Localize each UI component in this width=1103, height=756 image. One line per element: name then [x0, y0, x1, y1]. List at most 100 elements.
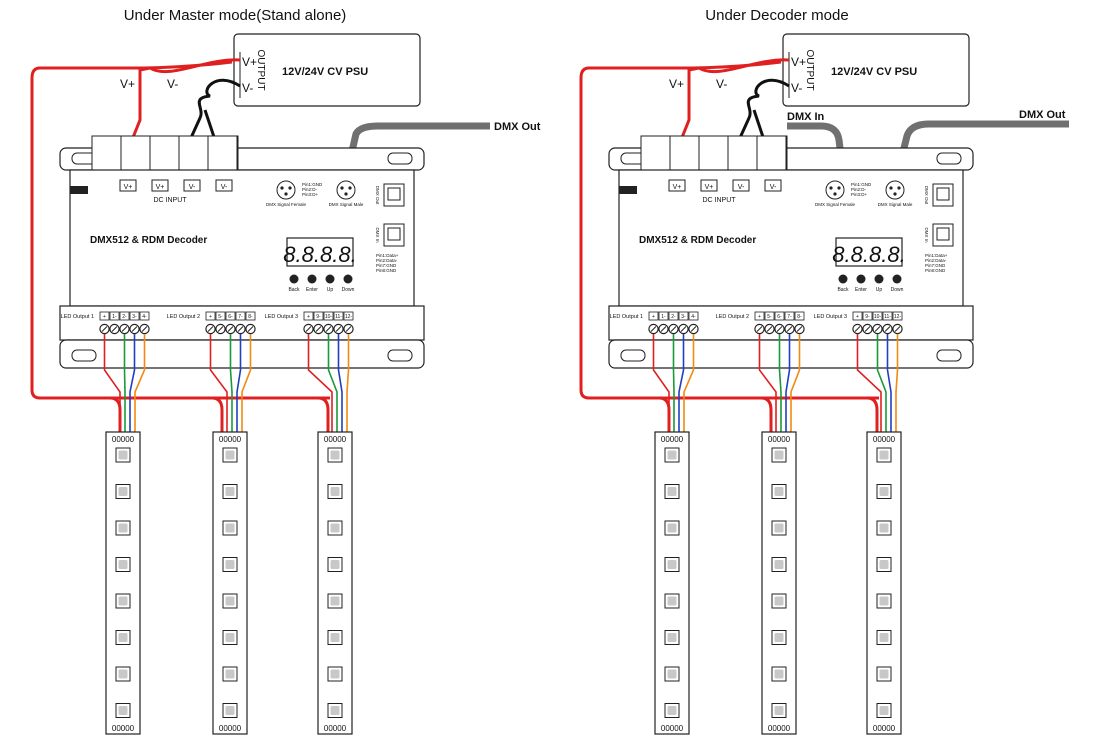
dc-input-terminal-label: V-: [770, 184, 777, 191]
output-terminal-band: [59, 305, 425, 341]
screw-slot: [874, 326, 881, 332]
xlr-pin-label: Pin3:D+: [302, 192, 319, 197]
rj45-pin-label: Pin7:GND: [376, 263, 397, 268]
led-chip-lens: [667, 706, 677, 715]
xlr-label: DMX Signal Female: [266, 202, 307, 207]
seven-segment-display: [286, 237, 354, 267]
output-terminal-box: [205, 311, 216, 321]
rj45-label: DMX Out: [924, 186, 929, 205]
output-terminal-box: [119, 311, 130, 321]
dc-input-terminal-label: V-: [738, 184, 745, 191]
output-terminal-label: 1-: [112, 314, 117, 320]
strip-wire: [134, 334, 146, 432]
rj45-socket: [387, 187, 401, 201]
xlr-pin: [829, 186, 833, 190]
output-terminal-label: 5-: [767, 314, 772, 320]
led-strip-body: [866, 431, 902, 735]
psu-label: 12V/24V CV PSU: [282, 66, 368, 78]
v-minus-wire-2: [203, 109, 217, 141]
dc-input-label: DC INPUT: [702, 197, 736, 204]
screw-slot: [786, 326, 793, 332]
rj45-pin-label: Pin1:Data+: [925, 253, 948, 258]
led-strip-body: [105, 431, 141, 735]
output-terminal-label: 4-: [691, 314, 696, 320]
v-plus-strip-drop: [317, 396, 330, 432]
led-chip-lens: [225, 633, 235, 642]
output-terminal-band: [608, 305, 974, 341]
xlr-connector-icon: [885, 180, 905, 200]
panel-title: Under Master mode(Stand alone): [124, 7, 347, 24]
output-terminal-box: [129, 311, 140, 321]
output-terminal-label: +: [209, 314, 212, 320]
strip-wire: [229, 334, 233, 432]
led-output-label: LED Output 3: [265, 314, 298, 320]
output-terminal-label: 4-: [142, 314, 147, 320]
screw-slot: [776, 326, 783, 332]
dc-input-terminal: [700, 179, 718, 192]
power-wires: [30, 58, 330, 432]
screw-slot: [670, 326, 677, 332]
control-button-label: Back: [837, 287, 849, 293]
screw-slot: [227, 326, 234, 332]
xlr-pin-label: Pin2:D-: [302, 187, 318, 192]
screw-slot: [660, 326, 667, 332]
rj45-pin-label: Pin2:Data-: [376, 258, 398, 263]
dc-input-terminal-label: V+: [673, 184, 682, 191]
screw-slot: [650, 326, 657, 332]
led-chip-lens: [330, 560, 340, 569]
led-strip-body: [317, 431, 353, 735]
output-terminal-label: 3-: [681, 314, 686, 320]
strip-connector-label: 00000: [768, 435, 791, 444]
led-output-label: LED Output 3: [814, 314, 847, 320]
display-value: 8.8.8.8.: [832, 242, 905, 267]
led-output-label: LED Output 1: [610, 314, 643, 320]
output-terminal-box: [333, 311, 344, 321]
dc-input-terminal: [183, 179, 201, 192]
led-chip-lens: [118, 523, 128, 533]
xlr-label: DMX Signal Female: [815, 202, 856, 207]
output-terminal-label: 10-: [325, 314, 333, 320]
strip-connector-label: 00000: [873, 435, 896, 444]
xlr-pin-label: Pin3:D+: [851, 192, 868, 197]
strip-wire-bundle: [307, 334, 350, 432]
xlr-pin: [284, 192, 288, 196]
screw-slot: [854, 326, 861, 332]
led-chip-lens: [667, 669, 677, 679]
strip-connector-label: 00000: [661, 435, 684, 444]
decoder-name: DMX512 & RDM Decoder: [639, 235, 756, 246]
control-button-enter: [307, 274, 317, 284]
output-terminal-label: 3-: [132, 314, 137, 320]
control-button-enter: [856, 274, 866, 284]
v-plus-main-wire: [579, 60, 879, 400]
output-terminal-label: +: [856, 314, 859, 320]
xlr-pin: [889, 186, 893, 190]
v-minus-wire: [737, 78, 790, 141]
psu-v-plus: V+: [791, 55, 806, 69]
mount-slot: [387, 152, 413, 165]
strip-connector-label: 00000: [112, 435, 135, 444]
output-terminal-label: 2-: [122, 314, 127, 320]
led-chip-lens: [774, 633, 784, 642]
output-terminal-box: [225, 311, 236, 321]
led-chip-lens: [225, 523, 235, 533]
dmx-out-cable: [897, 120, 1069, 161]
rj45-pin-label: Pin8:GND: [925, 268, 946, 273]
psu-v-minus: V-: [791, 81, 802, 95]
output-terminal-label: +: [103, 314, 106, 320]
led-chip-lens: [118, 633, 128, 642]
output-terminal-box: [658, 311, 669, 321]
led-chip-lens: [118, 560, 128, 569]
rj45-label: DMX In: [375, 227, 380, 243]
control-button-up: [874, 274, 884, 284]
dmx-out-label: DMX Out: [494, 121, 541, 133]
led-chip-lens: [774, 487, 784, 496]
strip-wire-bundle: [103, 334, 146, 432]
mount-slot: [936, 349, 962, 362]
led-chip-lens: [879, 706, 889, 715]
decoder-bottom-flange: [608, 339, 974, 369]
led-chip-lens: [118, 487, 128, 496]
